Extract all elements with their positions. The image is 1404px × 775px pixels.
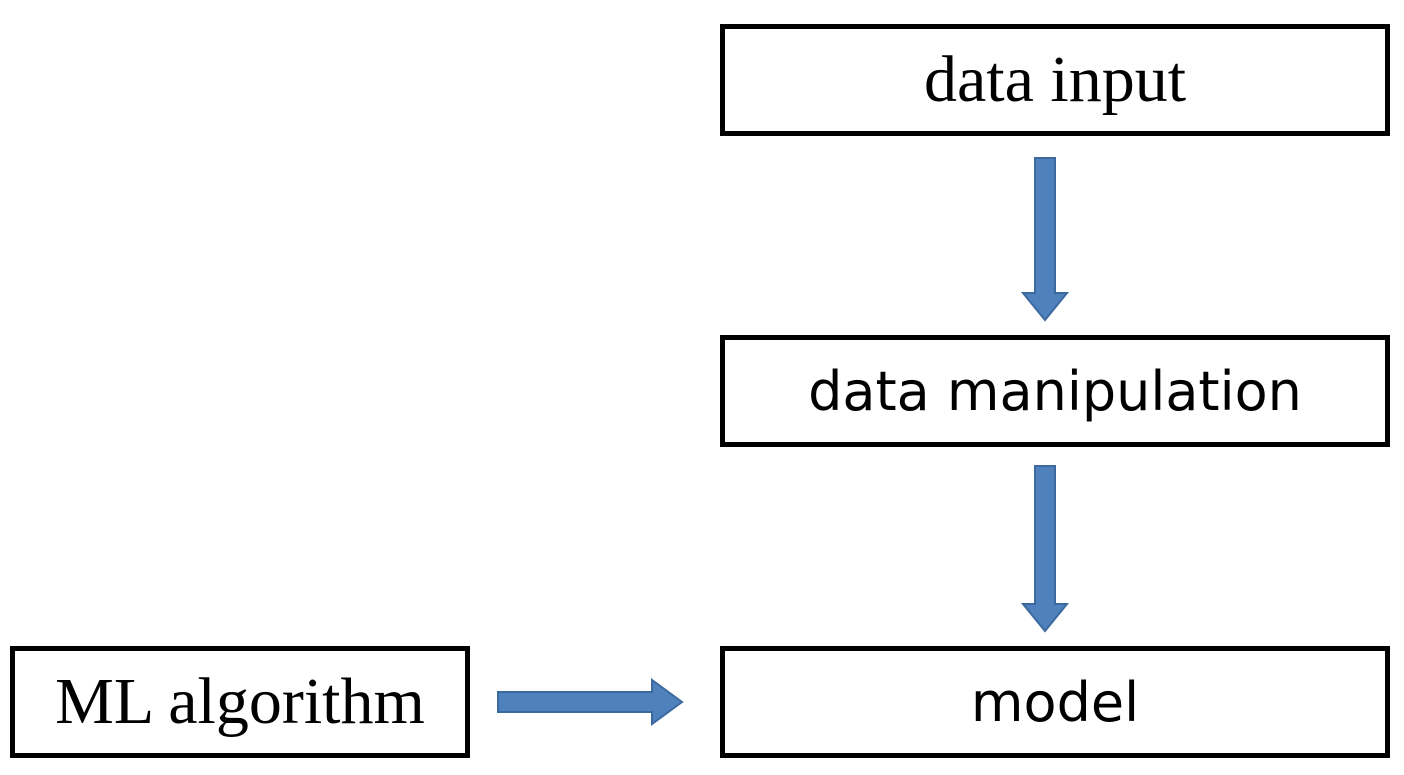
arrow-manipulation-to-model (1020, 465, 1070, 633)
data-input-label: data input (923, 43, 1187, 116)
arrow-ml-to-model (497, 678, 684, 726)
data-manipulation-label: data manipulation (808, 359, 1302, 423)
model-box: model (720, 646, 1390, 758)
ml-algorithm-box: ML algorithm (10, 646, 470, 758)
data-manipulation-box: data manipulation (720, 335, 1390, 447)
data-input-box: data input (720, 24, 1390, 136)
model-label: model (970, 670, 1140, 734)
arrow-input-to-manipulation (1020, 157, 1070, 322)
ml-algorithm-label: ML algorithm (55, 665, 425, 738)
